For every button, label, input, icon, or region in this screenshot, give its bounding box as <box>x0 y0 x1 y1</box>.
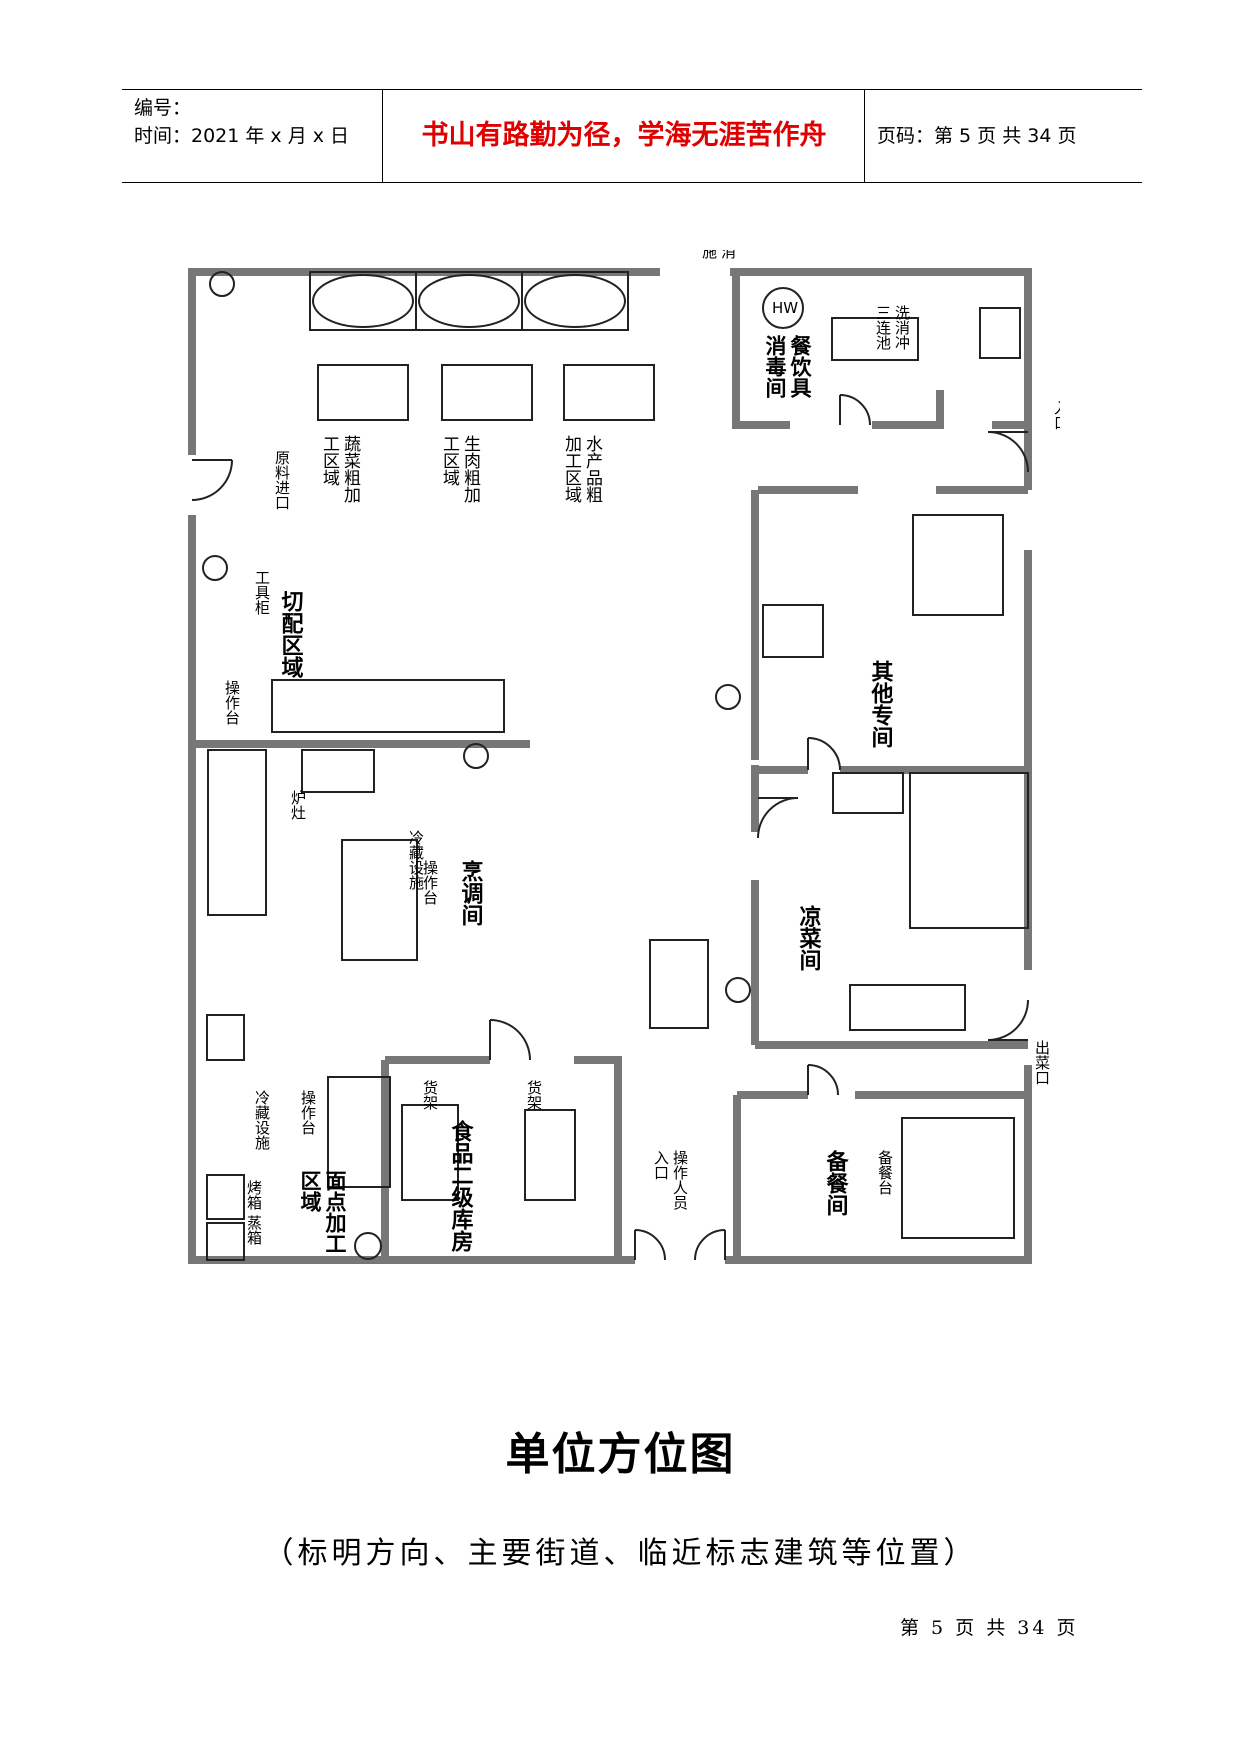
label-shelf2: 货架 <box>525 1080 543 1110</box>
label-heat-disinfect: 毒设施 <box>700 250 718 260</box>
label-staff-entry: 入口 <box>652 1150 670 1180</box>
room-label-prep: 备餐间 <box>823 1149 850 1217</box>
room-label-meat: 工区域 <box>439 435 460 486</box>
label-heat-disinfect: 热力消 <box>719 250 737 260</box>
label-prep-table: 备餐台 <box>876 1150 894 1195</box>
header-divider <box>382 90 383 182</box>
number-label: 编号： <box>134 97 192 119</box>
room-label-disinfect: 消毒间 <box>763 334 787 398</box>
room-label-pastry: 面点加工 <box>323 1170 348 1254</box>
label-shelf1: 货架 <box>421 1080 439 1110</box>
label-sink3: 洗消冲 <box>893 305 911 350</box>
room-label-veg: 工区域 <box>319 435 340 486</box>
room-label-seafood: 加工区域 <box>561 435 582 503</box>
time-label: 时间：2021 年 x 月 x 日 <box>134 125 350 147</box>
label-op-table3: 操作台 <box>299 1090 317 1135</box>
room-label-seafood: 水产品粗 <box>582 435 603 503</box>
room-label-pastry: 区域 <box>298 1170 322 1212</box>
label-cold1: 冷藏设施 <box>407 830 425 891</box>
label-op-table: 操作台 <box>223 680 241 725</box>
header-divider <box>864 90 865 182</box>
room-label-veg: 蔬菜粗加 <box>340 435 361 503</box>
page-title: 单位方位图 <box>505 1429 736 1480</box>
room-label-cut: 切配区域 <box>278 590 304 678</box>
room-label-storage: 食品二级库房 <box>448 1119 474 1253</box>
floor-plan: 切配区域 其他专间 烹调间 凉菜间 食品二级库房 备餐间 原料进口 工具柜 操作… <box>188 250 1060 1264</box>
label-op-table2: 操作台 <box>421 860 439 905</box>
label-stove: 炉灶 <box>289 790 307 820</box>
label-hw: HW <box>772 299 798 317</box>
label-oven: 烤箱 蒸箱 <box>245 1180 263 1245</box>
label-tool: 工具柜 <box>253 570 271 615</box>
room-label-other: 其他专间 <box>868 660 895 749</box>
label-dirty-entry: 入口 <box>1052 400 1060 430</box>
label-out-entry: 出菜口 <box>1033 1040 1051 1085</box>
room-label-disinfect: 餐饮具 <box>788 334 813 399</box>
fixture-labels: 原料进口 工具柜 操作台 炉灶 冷藏设施 操作台 冷藏设施 操作台 烤箱 蒸箱 … <box>223 299 1051 1245</box>
header-page-label: 页码：第 5 页 共 34 页 <box>877 125 1077 147</box>
room-label-cold-dish: 凉菜间 <box>796 904 823 972</box>
page-header: 编号： 时间：2021 年 x 月 x 日 书山有路勤为径，学海无涯苦作舟 页码… <box>122 89 1142 183</box>
room-label-cook: 烹调间 <box>458 859 484 927</box>
label-staff-entry: 操作人员 <box>671 1150 689 1210</box>
header-motto: 书山有路勤为径，学海无涯苦作舟 <box>421 120 827 151</box>
page-subtitle: （标明方向、主要街道、临近标志建筑等位置） <box>263 1536 978 1571</box>
page-footer: 第 5 页 共 34 页 <box>900 1617 1079 1639</box>
label-cold2: 冷藏设施 <box>253 1090 271 1151</box>
label-raw-entry: 原料进口 <box>273 450 291 510</box>
plan-fixtures <box>191 271 1029 1261</box>
multiline-labels: 蔬菜粗加工区域生肉粗加工区域水产品粗加工区域餐饮具消毒间热力消毒设施洗消冲三连池… <box>298 250 1060 1254</box>
label-sink3: 三连池 <box>874 305 892 350</box>
room-label-meat: 生肉粗加 <box>460 435 481 503</box>
room-labels: 切配区域 其他专间 烹调间 凉菜间 食品二级库房 备餐间 <box>278 590 895 1253</box>
header-meta: 编号： 时间：2021 年 x 月 x 日 <box>134 90 384 186</box>
plan-walls <box>188 268 1032 1264</box>
